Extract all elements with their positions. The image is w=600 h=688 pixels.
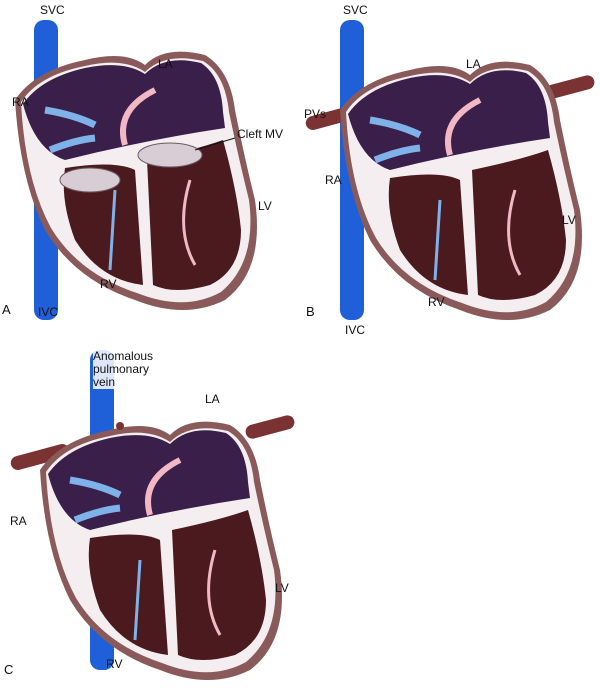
label-la-a: LA xyxy=(158,57,173,71)
label-ra-c: RA xyxy=(10,514,27,528)
pv-left-c xyxy=(10,444,70,470)
label-cleft-mv: Cleft MV xyxy=(237,127,284,141)
label-ivc-b: IVC xyxy=(345,323,366,337)
panel-letter-b: B xyxy=(306,304,315,319)
heart-c xyxy=(40,422,282,680)
label-anomalous-line3: vein xyxy=(93,375,116,389)
pv-right-b xyxy=(545,75,595,99)
label-lv-c: LV xyxy=(275,581,289,595)
label-ra-b: RA xyxy=(325,173,342,187)
label-svc-b: SVC xyxy=(343,3,368,17)
label-svc-a: SVC xyxy=(40,3,65,17)
heart-b xyxy=(340,62,582,320)
anomalous-vein-opening xyxy=(116,422,124,430)
label-ra-a: RA xyxy=(12,95,29,109)
label-rv-a: RV xyxy=(100,277,117,291)
label-ivc-a: IVC xyxy=(38,305,59,319)
pv-right-c xyxy=(245,415,295,439)
valve-a-cleft-mv xyxy=(137,142,203,168)
label-pvs: PVs xyxy=(304,107,327,121)
label-lv-b: LV xyxy=(562,213,576,227)
label-la-b: LA xyxy=(466,57,481,71)
label-anomalous-pulmonary-vein: Anomalous pulmonary vein xyxy=(93,349,154,389)
label-la-c: LA xyxy=(205,392,220,406)
label-anomalous-line2: pulmonary xyxy=(93,362,150,376)
valve-a-tricuspid xyxy=(59,167,121,193)
label-lv-a: LV xyxy=(258,199,272,213)
panel-letter-a: A xyxy=(2,302,11,317)
label-rv-c: RV xyxy=(106,657,123,671)
label-rv-b: RV xyxy=(428,295,445,309)
label-anomalous-line1: Anomalous xyxy=(93,349,154,363)
panel-letter-c: C xyxy=(4,662,14,677)
